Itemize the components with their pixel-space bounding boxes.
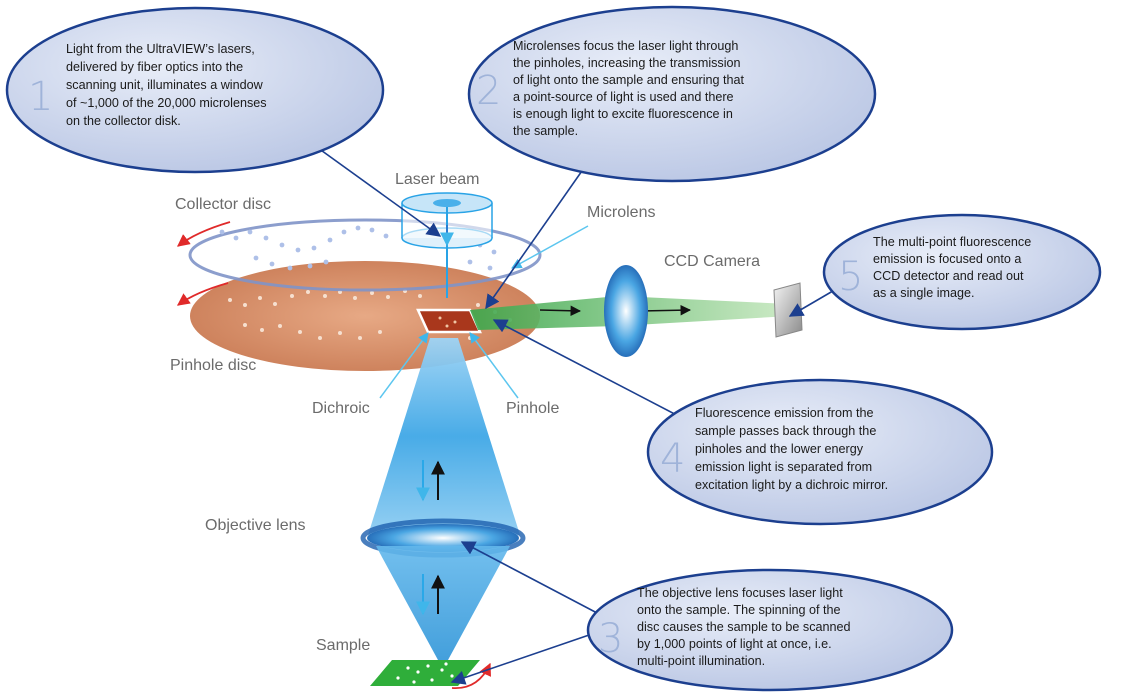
callout-2-text: Microlenses focus the laser light throug…	[513, 39, 748, 138]
callout-1-text: Light from the UltraVIEW’s lasers, deliv…	[66, 42, 270, 128]
ccd-detector-icon	[773, 282, 803, 338]
beam-direction-arrows	[416, 460, 445, 616]
laser-beam-cylinder	[401, 192, 493, 298]
label-microlens: Microlens	[587, 204, 655, 221]
callout-2-number: 2	[476, 68, 501, 114]
callout-pointers	[299, 134, 839, 685]
callout-3: 3 The objective lens focuses laser light…	[586, 568, 954, 692]
callout-4: 4 Fluorescence emission from the sample …	[646, 378, 994, 526]
excitation-beam-lower	[376, 546, 510, 660]
callout-5-number: 5	[838, 254, 863, 300]
label-dichroic: Dichroic	[312, 400, 370, 417]
sample-slide	[370, 660, 480, 686]
callout-1: 1 Light from the UltraVIEW’s lasers, del…	[5, 6, 385, 174]
label-ccd-camera: CCD Camera	[664, 253, 760, 270]
callout-4-number: 4	[660, 436, 685, 482]
pinhole-rotation-arrow	[176, 282, 229, 306]
callout-3-text: The objective lens focuses laser light o…	[637, 586, 854, 668]
callout-1-number: 1	[28, 74, 53, 120]
collector-microlens-dots	[219, 225, 497, 271]
label-pinhole: Pinhole	[506, 400, 559, 417]
label-pinhole-disc: Pinhole disc	[170, 357, 256, 374]
label-objective-lens: Objective lens	[205, 517, 306, 534]
callout-2: 2 Microlenses focus the laser light thro…	[467, 5, 877, 183]
sample-dots	[396, 662, 454, 684]
label-laser-beam: Laser beam	[395, 171, 480, 188]
callout-3-number: 3	[598, 616, 623, 662]
callout-5-text: The multi-point fluorescence emission is…	[873, 235, 1035, 300]
callout-4-text: Fluorescence emission from the sample pa…	[695, 406, 888, 492]
sample-rotation-arrow	[451, 662, 491, 689]
excitation-beam-upper	[368, 338, 520, 535]
collector-rotation-arrow	[177, 221, 231, 247]
collector-disc	[188, 218, 542, 292]
dichroic-mirror	[416, 308, 482, 334]
label-sample: Sample	[316, 637, 370, 654]
ccd-lens	[604, 265, 648, 357]
callout-5: 5 The multi-point fluorescence emission …	[822, 213, 1102, 331]
objective-lens	[367, 524, 519, 552]
label-pointers	[379, 225, 589, 399]
label-collector-disc: Collector disc	[175, 196, 271, 213]
